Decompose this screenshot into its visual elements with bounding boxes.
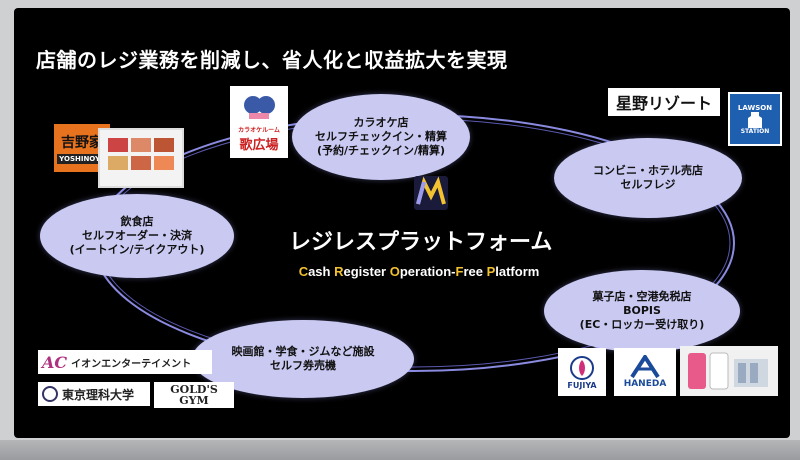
bubble-cinema-line1: 映画館・学食・ジムなど施設 [231,345,375,358]
aeon-mark-icon: AC [42,352,68,372]
tagline-part-1: ash [308,264,335,279]
tagline-part-4: ree [463,264,487,279]
slide-title: 店舗のレジ業務を削減し、省人化と収益拡大を実現 [36,48,508,72]
bubble-karaoke-line2: セルフチェックイン・精算 [315,130,447,143]
bubble-restaurant: 飲食店 セルフオーダー・決済 (イートイン/テイクアウト) [40,194,234,278]
tus-logo-text: 東京理科大学 [62,387,135,402]
tagline-initial-o: O [389,264,400,279]
golds-gym-logo-line2: GYM [179,394,209,407]
bubble-karaoke-line3: (予約/チェックイン/精算) [316,144,446,157]
lawson-station-logo: LAWSON STATION [728,92,782,146]
bubble-sweets-line2: BOPIS [623,304,661,317]
yoshinoya-logo-en: YOSHINOYA [57,154,107,164]
platform-name: レジレスプラットフォーム [289,230,553,255]
fujiya-logo-text: FUJIYA [567,380,597,390]
lawson-logo-top: LAWSON [737,103,773,112]
bubble-sweets-line3: (EC・ロッカー受け取り) [579,318,705,331]
bubble-conveni-line2: セルフレジ [620,178,676,191]
utahiroba-logo-name: 歌広場 [239,138,279,153]
room-floor [0,440,800,460]
utahiroba-logo-small: カラオケルーム [238,127,280,134]
bubble-restaurant-line1: 飲食店 [120,215,154,228]
golds-gym-logo-line1: GOLD'S [170,383,218,396]
milk-can-icon [748,111,762,128]
utahiroba-logo: カラオケルーム 歌広場 [230,86,288,158]
yoshinoya-logo-jp: 吉野家 [61,135,103,151]
tokyo-university-of-science-logo: 東京理科大学 [38,382,150,406]
tagline-initial-f: F [455,264,464,279]
bubble-restaurant-line3: (イートイン/テイクアウト) [69,243,205,256]
tagline-part-3: peration- [399,264,456,279]
golds-gym-logo: GOLD'S GYM [154,382,234,408]
fujiya-logo: FUJIYA [558,348,606,396]
haneda-mark-icon [630,355,660,379]
bubble-sweets-line1: 菓子店・空港免税店 [592,290,692,303]
hoshino-resorts-logo-text: 星野リゾート [615,94,712,113]
tagline-part-5: latform [495,264,540,279]
hoshino-resorts-logo: 星野リゾート [608,88,720,116]
aeon-entertainment-logo-text: イオンエンターテイメント [71,358,192,370]
karaoke-mic-icon [244,96,275,119]
bubble-karaoke-line1: カラオケ店 [353,116,409,129]
platform-mark-icon [414,176,448,210]
haneda-logo-text: HANEDA [623,379,667,389]
platform-tagline: Cash Register Operation-Free Platform [269,264,569,279]
bubble-sweets: 菓子店・空港免税店 BOPIS (EC・ロッカー受け取り) [544,270,740,352]
lawson-logo-bottom: STATION [740,127,770,135]
aeon-entertainment-logo: AC イオンエンターテイメント [38,350,212,374]
bubble-restaurant-line2: セルフオーダー・決済 [82,229,192,242]
bubble-conveni-line1: コンビニ・ホテル売店 [593,164,703,177]
haneda-logo: HANEDA [614,348,676,396]
bubble-cinema-line2: セルフ券売機 [270,359,336,372]
tagline-initial-c: C [298,264,309,279]
presentation-screen: 店舗のレジ業務を削減し、省人化と収益拡大を実現 カラオケ店 セルフチェックイン・… [14,8,790,438]
platform-logo-block: レジレスプラットフォーム Cash Register Operation-Fre… [289,176,553,296]
bubble-conveni: コンビニ・ホテル売店 セルフレジ [554,138,742,218]
fujiya-emblem-icon [570,355,594,380]
bubble-karaoke: カラオケ店 セルフチェックイン・精算 (予約/チェックイン/精算) [292,94,470,180]
bopis-app-image [680,346,778,396]
tagline-initial-p: P [486,264,496,279]
tagline-part-2: egister [343,264,390,279]
tagline-initial-r: R [334,264,344,279]
tus-crest-icon [42,386,58,402]
yoshinoya-tablet-image [98,128,184,188]
